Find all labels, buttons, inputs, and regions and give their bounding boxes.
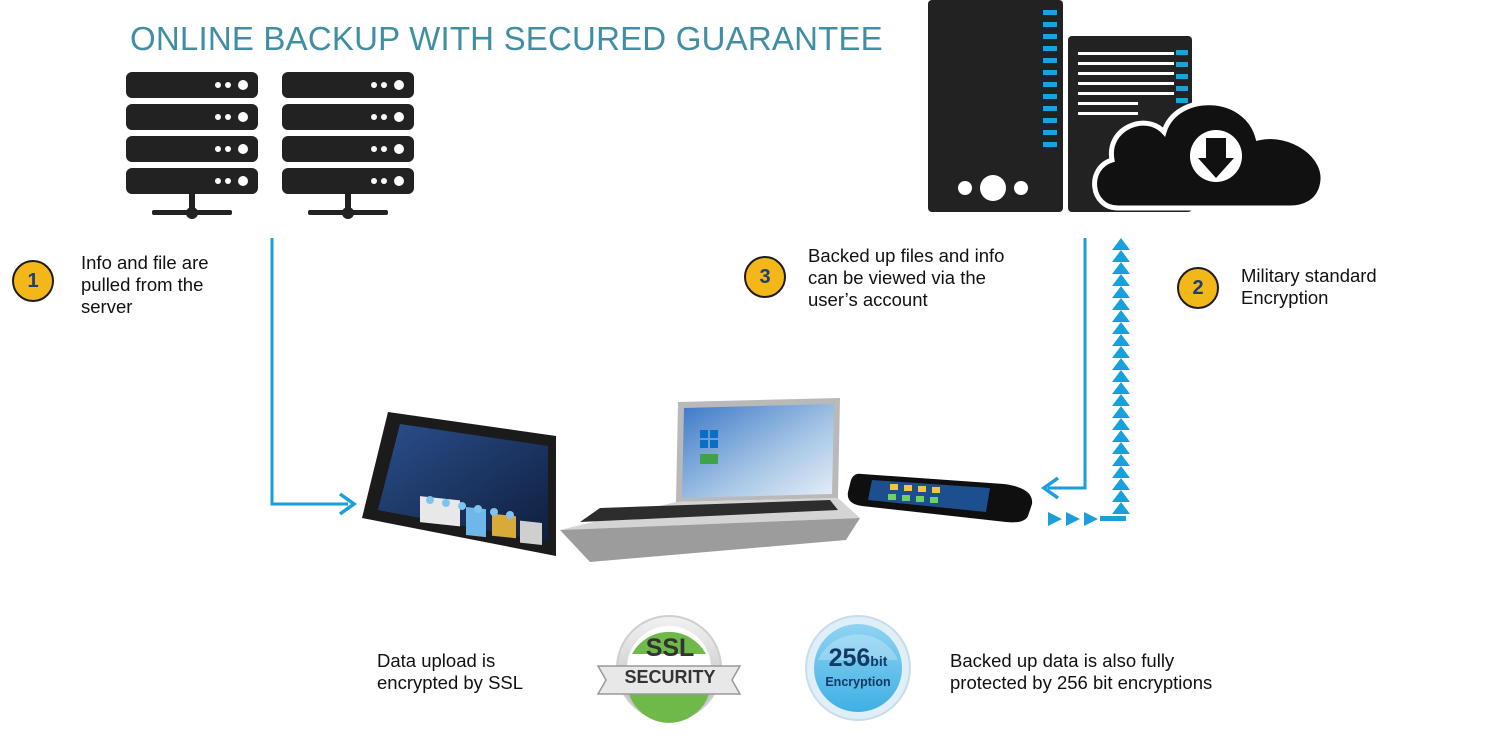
- encryption-arrow-stack: [1048, 238, 1130, 526]
- step-2-badge: 2: [1177, 267, 1219, 309]
- step-1-badge: 1: [12, 260, 54, 302]
- step-1-number: 1: [27, 269, 39, 292]
- ssl-top-label: SSL: [645, 634, 695, 662]
- enc-bottom-label: Encryption: [825, 675, 891, 689]
- step-3-text: Backed up files and info can be viewed v…: [808, 245, 1005, 310]
- server-rack-icon: [126, 72, 258, 219]
- enc-top-number: 256: [828, 644, 871, 672]
- laptop: [560, 398, 860, 562]
- step-3-number: 3: [759, 265, 771, 288]
- bit256-caption: Backed up data is also fully protected b…: [950, 650, 1213, 693]
- flow-arrow-cloud-to-device: [1040, 238, 1087, 500]
- server-tower-icon: [928, 0, 1063, 212]
- step-2-text: Military standard Encryption: [1241, 265, 1377, 308]
- cloud-download-icon: [1092, 100, 1326, 211]
- enc-top-unit: bit: [870, 653, 888, 669]
- step-1-text: Info and file are pulled from the server: [81, 252, 209, 317]
- enc-seal-text: 256bit Encryption: [810, 646, 906, 690]
- step-3-badge: 3: [744, 256, 786, 298]
- tablet: [362, 412, 556, 556]
- step-2-number: 2: [1192, 276, 1204, 299]
- ssl-caption: Data upload is encrypted by SSL: [377, 650, 524, 693]
- ssl-bottom-label: SECURITY: [624, 667, 716, 687]
- 256bit-encryption-seal: [805, 615, 911, 721]
- flow-arrow-server-to-device: [270, 238, 358, 516]
- ssl-security-seal: [596, 615, 742, 723]
- smartphone: [847, 473, 1033, 523]
- ssl-seal-text: SSL SECURITY: [600, 634, 740, 690]
- page-title: ONLINE BACKUP WITH SECURED GUARANTEE: [130, 20, 883, 57]
- server-rack-icon: [282, 72, 414, 219]
